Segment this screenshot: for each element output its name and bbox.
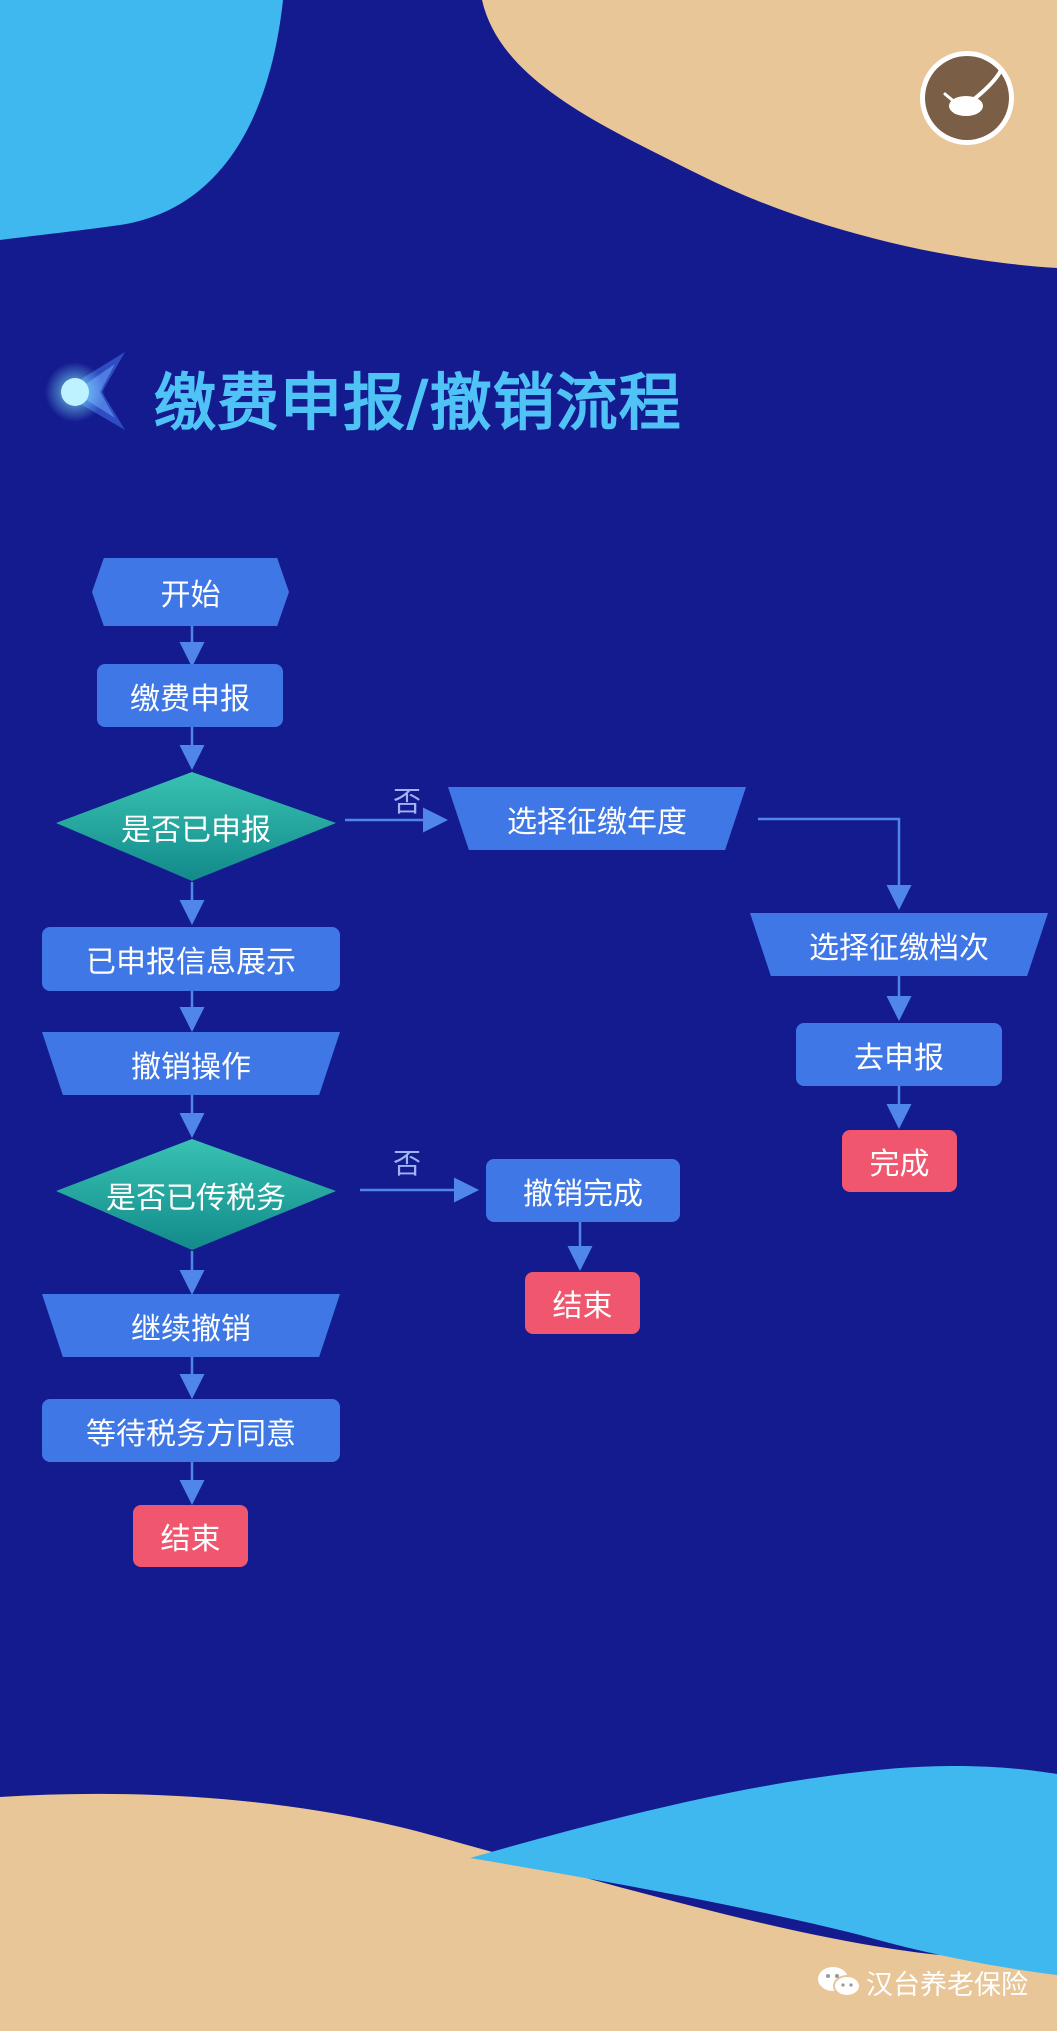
end-left-node: 结束 [133,1505,248,1567]
declare-node: 缴费申报 [97,664,283,727]
decision-tax-shape [56,1139,336,1250]
no-label-2: 否 [393,1147,422,1180]
flow-connectors [179,626,912,1505]
bottom-sand-wave [0,1793,1057,2031]
top-right-blob [482,0,1057,268]
end-middle-node: 结束 [525,1272,640,1334]
pension-logo-icon [920,51,1014,145]
cancel-complete-node: 撤销完成 [486,1159,680,1222]
page-title: 缴费申报/撤销流程 [154,366,682,439]
complete-node: 完成 [842,1130,957,1192]
decision-declared-shape [56,772,336,881]
continue-cancel-node: 继续撤销 [42,1294,340,1357]
declared-info-node: 已申报信息展示 [42,927,340,991]
top-left-blob [0,0,283,240]
go-declare-node: 去申报 [796,1023,1002,1086]
footer-brand: 汉台养老保险 [866,1970,1028,2001]
select-grade-node: 选择征缴档次 [750,913,1048,976]
wechat-icon [818,1967,861,1997]
decision-declared-label: 是否已申报 [121,812,271,848]
cancel-operation-node: 撤销操作 [42,1032,340,1095]
start-node: 开始 [92,558,289,626]
title-glow-icon [45,352,125,430]
select-year-node: 选择征缴年度 [448,787,746,850]
wait-tax-agree-node: 等待税务方同意 [42,1399,340,1462]
decision-tax-label: 是否已传税务 [106,1180,286,1216]
no-label-1: 否 [393,785,422,818]
bottom-sky-wave [470,1765,1057,1975]
